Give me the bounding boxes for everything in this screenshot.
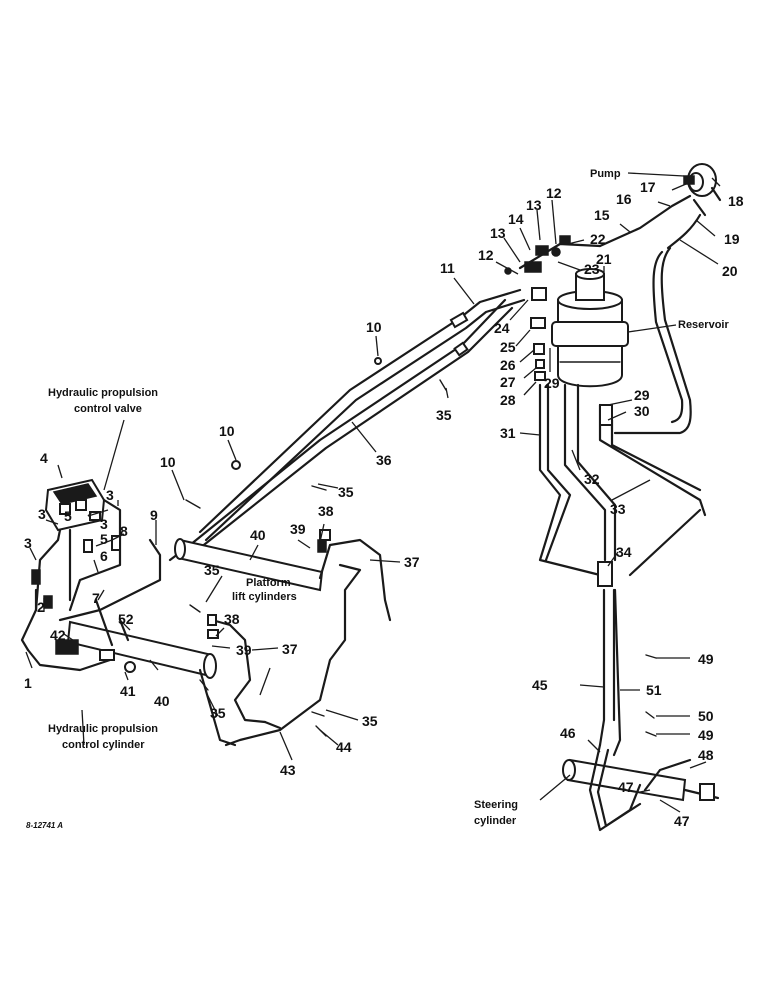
callout-24: 24: [494, 320, 510, 336]
callout-4: 4: [40, 450, 48, 466]
callout-42: 42: [50, 627, 66, 643]
caption-platform-line1: Platform: [246, 577, 291, 589]
callout-22: 22: [590, 231, 606, 247]
callout-8: 8: [120, 523, 128, 539]
callout-19: 19: [724, 231, 740, 247]
callout-46: 46: [560, 725, 576, 741]
callout-50: 50: [698, 708, 714, 724]
callout-10: 10: [366, 319, 382, 335]
callout-5: 5: [100, 531, 108, 547]
callout-40: 40: [250, 527, 266, 543]
callout-35: 35: [210, 705, 226, 721]
caption-control-valve-line1: Hydraulic propulsion: [48, 387, 158, 399]
callout-44: 44: [336, 739, 352, 755]
callout-2: 2: [37, 599, 45, 615]
callout-34: 34: [616, 544, 632, 560]
pump: [683, 163, 722, 202]
drawing-reference: 8-12741 A: [26, 821, 63, 830]
callout-39: 39: [290, 521, 306, 537]
callout-numbers: 1 2 3 3 3 3 4 5 5 6 7 8 9 10 10 10 11 12…: [24, 179, 744, 829]
caption-control-cylinder-line2: control cylinder: [62, 739, 145, 751]
callout-36: 36: [376, 452, 392, 468]
callout-49: 49: [698, 727, 714, 743]
callout-5: 5: [64, 508, 72, 524]
callout-1: 1: [24, 675, 32, 691]
hydraulic-propulsion-control-valve: [44, 478, 106, 532]
callout-6: 6: [100, 548, 108, 564]
captions: Pump Reservoir Hydraulic propulsion cont…: [26, 168, 729, 830]
callout-48: 48: [698, 747, 714, 763]
callout-15: 15: [594, 207, 610, 223]
callout-49: 49: [698, 651, 714, 667]
caption-platform-line2: lift cylinders: [232, 591, 297, 603]
platform-lift-cylinder-upper: [174, 538, 392, 622]
caption-reservoir: Reservoir: [678, 319, 729, 331]
callout-41: 41: [120, 683, 136, 699]
callout-25: 25: [500, 339, 516, 355]
callout-17: 17: [640, 179, 656, 195]
callout-32: 32: [584, 471, 600, 487]
caption-control-cylinder-line1: Hydraulic propulsion: [48, 723, 158, 735]
callout-35: 35: [338, 484, 354, 500]
callout-26: 26: [500, 357, 516, 373]
callout-37: 37: [282, 641, 298, 657]
callout-35: 35: [362, 713, 378, 729]
callout-3: 3: [24, 535, 32, 551]
caption-pump: Pump: [590, 168, 621, 180]
callout-39: 39: [236, 642, 252, 658]
callout-35: 35: [204, 562, 220, 578]
callout-21: 21: [596, 251, 612, 267]
callout-38: 38: [224, 611, 240, 627]
callout-9: 9: [150, 507, 158, 523]
callout-3: 3: [38, 506, 46, 522]
callout-29: 29: [544, 375, 560, 391]
caption-steering-line1: Steering: [474, 799, 518, 811]
leader-lines: [25, 172, 721, 813]
callout-47: 47: [618, 779, 634, 795]
callout-23: 23: [584, 261, 600, 277]
callout-10: 10: [160, 454, 176, 470]
callout-51: 51: [646, 682, 662, 698]
callout-27: 27: [500, 374, 516, 390]
callout-11: 11: [440, 260, 455, 276]
callout-37: 37: [404, 554, 420, 570]
callout-28: 28: [500, 392, 516, 408]
caption-steering-line2: cylinder: [474, 815, 517, 827]
callout-30: 30: [634, 403, 650, 419]
callout-12: 12: [478, 247, 494, 263]
callout-13: 13: [526, 197, 542, 213]
callout-7: 7: [92, 590, 100, 606]
callout-12: 12: [546, 185, 562, 201]
callout-40: 40: [154, 693, 170, 709]
callout-29: 29: [634, 387, 650, 403]
callout-3: 3: [106, 487, 114, 503]
callout-35: 35: [436, 407, 452, 423]
steering-cylinder: [562, 758, 720, 802]
reservoir-fittings: [504, 235, 602, 381]
callout-47: 47: [674, 813, 690, 829]
reservoir-tank: [551, 268, 629, 388]
caption-control-valve-line2: control valve: [74, 403, 142, 415]
callout-20: 20: [722, 263, 738, 279]
platform-lift-cylinder-lower: [66, 618, 267, 724]
callout-18: 18: [728, 193, 744, 209]
callout-14: 14: [508, 211, 524, 227]
callout-3: 3: [100, 516, 108, 532]
callout-52: 52: [118, 611, 134, 627]
callout-31: 31: [500, 425, 516, 441]
callout-43: 43: [280, 762, 296, 778]
callout-16: 16: [616, 191, 632, 207]
callout-33: 33: [610, 501, 626, 517]
callout-45: 45: [532, 677, 548, 693]
callout-10: 10: [219, 423, 235, 439]
callout-13: 13: [490, 225, 506, 241]
callout-38: 38: [318, 503, 334, 519]
